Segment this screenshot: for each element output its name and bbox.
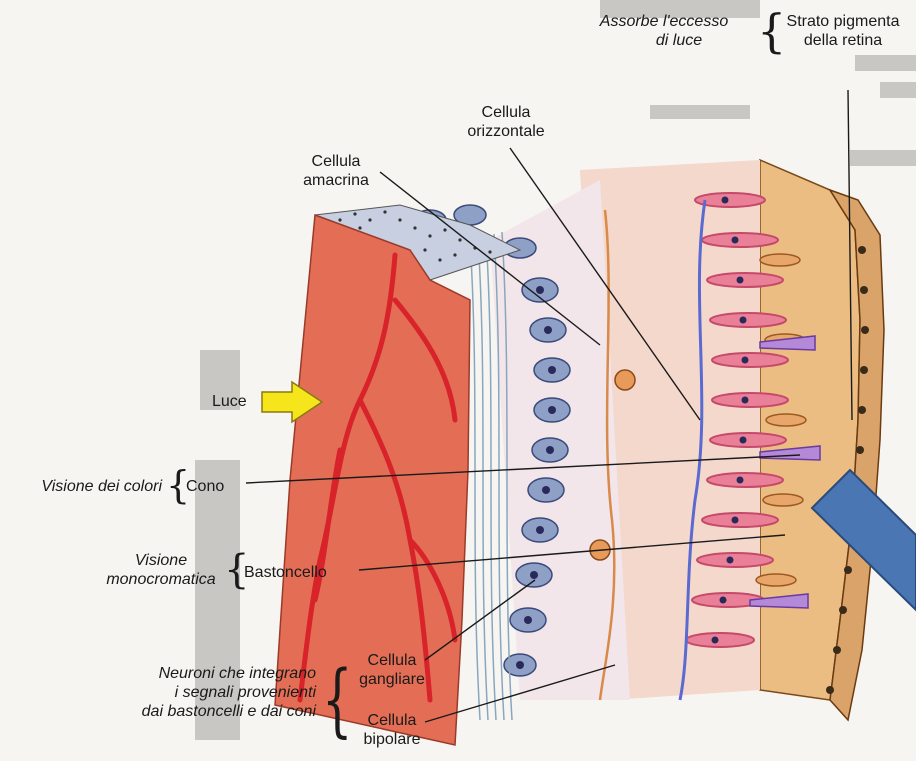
label-strato-pigmentato: Strato pigmenta della retina [770,12,916,50]
brace-neuroni: { [322,660,353,740]
label-neuroni-line1: Neuroni che integrano [70,664,316,683]
label-gangliare-line1: Cellula [354,651,430,670]
label-amacrina-line1: Cellula [288,152,384,171]
label-assorbe-line2: di luce [574,31,754,50]
label-bipolare-line1: Cellula [354,711,430,730]
label-cellula-bipolare: Cellula bipolare [354,711,430,749]
label-strato-line2: della retina [770,31,916,50]
label-visione-monocromatica: Visione monocromatica [100,551,222,589]
label-cellula-orizzontale: Cellula orizzontale [446,103,566,141]
label-cellula-amacrina: Cellula amacrina [288,152,384,190]
label-neuroni-line3: dai bastoncelli e dai coni [70,702,316,721]
label-visione-colori: Visione dei colori [0,477,162,496]
label-luce: Luce [212,392,247,411]
label-orizzontale-line2: orizzontale [446,122,566,141]
label-assorbe: Assorbe l'eccesso di luce [574,12,754,50]
label-neuroni-line2: i segnali provenienti [70,683,316,702]
label-orizzontale-line1: Cellula [446,103,566,122]
label-neuroni: Neuroni che integrano i segnali provenie… [70,664,316,721]
label-bipolare-line2: bipolare [354,730,430,749]
label-cono: Cono [186,477,224,496]
label-assorbe-line1: Assorbe l'eccesso [574,12,754,31]
label-strato-line1: Strato pigmenta [770,12,916,31]
label-bastoncello: Bastoncello [244,563,327,582]
label-mono-line2: monocromatica [100,570,222,589]
label-mono-line1: Visione [100,551,222,570]
label-cellula-gangliare: Cellula gangliare [354,651,430,689]
label-gangliare-line2: gangliare [354,670,430,689]
label-amacrina-line2: amacrina [288,171,384,190]
